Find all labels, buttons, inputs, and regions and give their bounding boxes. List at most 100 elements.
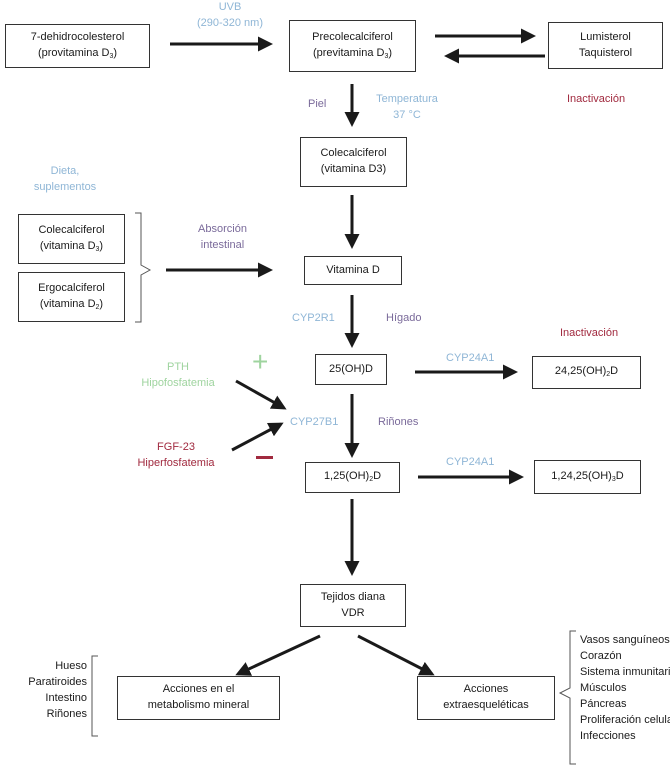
vitd-text: Vitamina D: [326, 263, 380, 276]
list-item: Hueso: [55, 660, 87, 672]
ergo-subscript: 2: [95, 303, 100, 311]
label-dieta: Dieta, suplementos: [25, 164, 105, 196]
dehidro-subscript: 3: [109, 52, 114, 60]
ergo-line1: Ergocalciferol: [38, 281, 105, 294]
oh25-text: 25(OH)D: [328, 362, 373, 375]
fgf23-text: FGF-23: [157, 441, 195, 453]
box-1-24-25-oh3-d: 1,24,25(OH)3D: [534, 460, 641, 494]
arrow-to-extra: [357, 634, 435, 676]
label-piel: Piel: [308, 98, 327, 110]
hipofosfatemia-text: Hipofosfatemia: [141, 376, 215, 389]
colecal-line2: (vitamina D3): [320, 163, 387, 175]
oh125-text-end: D: [373, 470, 382, 483]
ergo-line2-end: ): [99, 297, 104, 310]
box-colecalciferol: Colecalciferol (vitamina D3): [300, 137, 407, 187]
box-colecalciferol-dieta: Colecalciferol (vitamina D3): [18, 214, 125, 264]
box-1-25-oh2-d: 1,25(OH)2D: [305, 462, 400, 493]
arrow-to-mineral: [235, 634, 321, 676]
temperatura-text: Temperatura: [376, 93, 438, 105]
oh12425-text: 1,24,25(OH): [551, 469, 612, 482]
pth-text: PTH: [167, 361, 189, 373]
list-item: Riñones: [46, 707, 87, 720]
label-temperatura: Temperatura 37 °C: [372, 92, 442, 124]
hiperfosfatemia-text: Hiperfosfatemia: [137, 456, 215, 469]
colecal2-line2-end: ): [99, 239, 104, 252]
box-25ohd: 25(OH)D: [315, 354, 387, 385]
extra-line2: extraesqueléticas: [443, 699, 529, 711]
label-pth: PTH Hipofosfatemia: [138, 360, 218, 392]
label-cyp2r1: CYP2R1: [292, 312, 335, 324]
box-7-dehidrocolesterol: 7-dehidrocolesterol (provitamina D3): [5, 24, 150, 68]
tejidos-line1: Tejidos diana: [320, 590, 386, 603]
label-inactivacion-1: Inactivación: [567, 93, 626, 105]
list-item: Músculos: [580, 681, 627, 694]
list-item: Corazón: [580, 649, 622, 662]
box-acciones-extraesqueleticas: Acciones extraesqueléticas: [417, 676, 555, 720]
precol-line2-end: ): [388, 46, 393, 59]
colecal2-subscript: 3: [95, 245, 100, 253]
list-item: Proliferación celular: [580, 713, 670, 726]
colecal-line1: Colecalciferol: [320, 147, 387, 160]
absorcion-text: Absorción: [198, 223, 247, 235]
bracket-diet: [135, 212, 152, 323]
oh2425-subscript: 2: [606, 371, 611, 379]
suplementos-text: suplementos: [33, 180, 97, 193]
right-target-list: Vasos sanguíneos Corazón Sistema inmunit…: [580, 633, 670, 745]
box-vitamina-d: Vitamina D: [304, 256, 402, 285]
colecal2-line1: Colecalciferol: [38, 223, 105, 236]
label-cyp24a1-1: CYP24A1: [446, 352, 495, 364]
ergo-line2: (vitamina D: [39, 297, 96, 310]
dehidro-line2-end: ): [113, 46, 118, 59]
box-ergocalciferol: Ergocalciferol (vitamina D2): [18, 272, 125, 322]
temp-value-text: 37 °C: [393, 108, 421, 121]
bracket-right-list: [558, 630, 576, 765]
label-inactivacion-2: Inactivación: [560, 327, 619, 339]
list-item: Vasos sanguíneos: [580, 634, 670, 646]
left-target-list: Hueso Paratiroides Intestino Riñones: [20, 659, 87, 723]
dehidro-line2: (provitamina D: [37, 46, 110, 59]
uvb-range-text: (290-320 nm): [196, 16, 264, 29]
list-item: Paratiroides: [28, 675, 87, 688]
taquisterol-text: Taquisterol: [578, 46, 633, 59]
list-item: Infecciones: [580, 729, 636, 742]
box-lumisterol: Lumisterol Taquisterol: [548, 22, 663, 69]
intestinal-text: intestinal: [200, 238, 245, 251]
label-absorcion: Absorción intestinal: [185, 222, 260, 254]
bracket-left-list: [91, 655, 98, 737]
oh2425-text-end: D: [610, 365, 619, 378]
label-fgf23: FGF-23 Hiperfosfatemia: [136, 440, 216, 472]
precol-line2: (previtamina D: [312, 46, 385, 59]
plus-sign: +: [252, 346, 269, 377]
arrow-fgf23: [231, 422, 284, 452]
dieta-text: Dieta,: [50, 165, 80, 177]
list-item: Sistema inmunitario: [580, 665, 670, 678]
label-uvb: UVB (290-320 nm): [185, 0, 275, 32]
box-acciones-mineral: Acciones en el metabolismo mineral: [117, 676, 280, 720]
label-rinones: Riñones: [378, 416, 419, 428]
tejidos-line2: VDR: [341, 606, 365, 619]
oh12425-subscript: 3: [611, 475, 616, 483]
lumisterol-text: Lumisterol: [580, 30, 631, 43]
minus-sign: [256, 456, 273, 459]
label-cyp27b1: CYP27B1: [290, 416, 339, 428]
extra-line1: Acciones: [463, 683, 509, 696]
colecal2-line2: (vitamina D: [39, 239, 96, 252]
list-item: Páncreas: [580, 697, 627, 710]
precol-line1: Precolecalciferol: [312, 30, 393, 43]
precol-subscript: 3: [384, 52, 389, 60]
list-item: Intestino: [45, 691, 87, 704]
box-precolecalciferol: Precolecalciferol (previtamina D3): [289, 20, 416, 72]
oh125-subscript: 2: [369, 476, 374, 484]
arrow-pth: [235, 379, 287, 410]
dehidro-line1: 7-dehidrocolesterol: [30, 30, 125, 43]
oh2425-text: 24,25(OH): [554, 365, 607, 378]
oh12425-text-end: D: [615, 469, 624, 482]
label-higado: Hígado: [386, 312, 422, 324]
uvb-text: UVB: [218, 1, 242, 13]
mineral-line2: metabolismo mineral: [147, 699, 250, 711]
mineral-line1: Acciones en el: [162, 683, 235, 696]
box-24-25-oh2-d: 24,25(OH)2D: [532, 356, 641, 389]
label-cyp24a1-2: CYP24A1: [446, 456, 495, 468]
oh125-text: 1,25(OH): [323, 470, 370, 483]
